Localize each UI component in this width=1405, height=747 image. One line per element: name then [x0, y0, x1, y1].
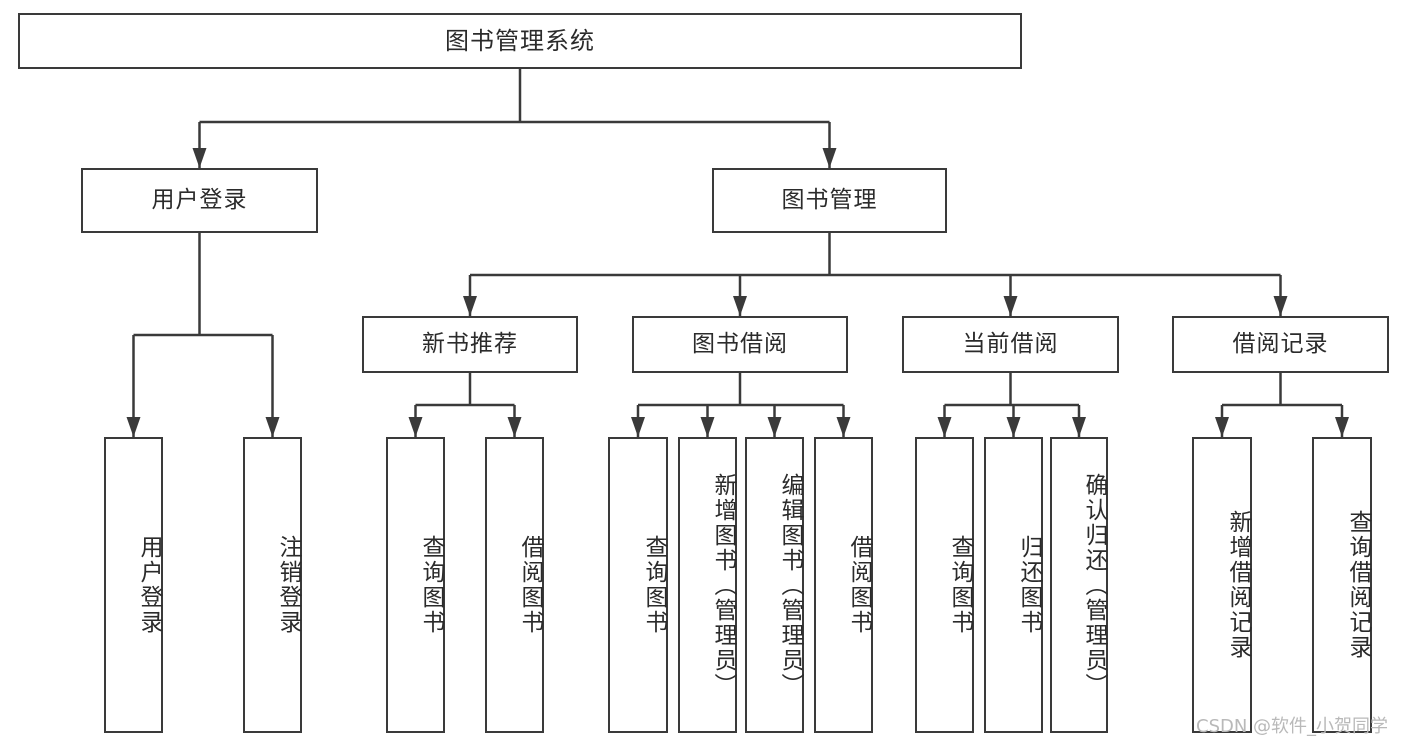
- arrowhead-new-book-rec: [463, 296, 477, 316]
- node-current-borrow[interactable]: 当前借阅: [902, 316, 1119, 373]
- arrowhead-leaf-borrow-book-2: [836, 417, 851, 437]
- node-label: 注销登录: [275, 535, 301, 635]
- arrowhead-leaf-return-book: [1006, 417, 1021, 437]
- node-label: 图书借阅: [692, 330, 788, 357]
- node-label: 新增图书（管理员）: [710, 472, 736, 698]
- node-leaf-add-book[interactable]: 新增图书（管理员）: [678, 437, 737, 733]
- node-label: 查询图书: [418, 535, 444, 635]
- node-label: 图书管理系统: [445, 26, 595, 55]
- arrowhead-leaf-logout: [265, 417, 280, 437]
- arrowhead-leaf-add-book: [700, 417, 715, 437]
- node-leaf-confirm-return[interactable]: 确认归还（管理员）: [1050, 437, 1108, 733]
- node-book-manage[interactable]: 图书管理: [712, 168, 947, 233]
- node-label: 编辑图书（管理员）: [777, 472, 803, 698]
- node-leaf-query-book-3[interactable]: 查询图书: [915, 437, 974, 733]
- node-label: 查询图书: [641, 535, 667, 635]
- node-label: 用户登录: [136, 535, 162, 635]
- arrowhead-leaf-query-book-2: [631, 417, 645, 437]
- node-label: 图书管理: [781, 186, 878, 213]
- node-user-login[interactable]: 用户登录: [81, 168, 318, 233]
- node-borrow-record[interactable]: 借阅记录: [1172, 316, 1389, 373]
- node-book-borrow[interactable]: 图书借阅: [632, 316, 848, 373]
- arrowhead-leaf-edit-book: [767, 417, 782, 437]
- node-leaf-logout[interactable]: 注销登录: [243, 437, 302, 733]
- arrowhead-leaf-add-record: [1215, 417, 1229, 437]
- watermark: CSDN @软件_小贺同学: [1196, 716, 1389, 737]
- node-leaf-borrow-book-1[interactable]: 借阅图书: [485, 437, 544, 733]
- arrowhead-book-borrow: [733, 296, 747, 316]
- node-label: 归还图书: [1016, 535, 1042, 635]
- arrowhead-leaf-query-book-3: [937, 417, 952, 437]
- node-leaf-query-record[interactable]: 查询借阅记录: [1312, 437, 1372, 733]
- node-leaf-query-book-1[interactable]: 查询图书: [386, 437, 445, 733]
- node-label: 确认归还（管理员）: [1081, 472, 1107, 698]
- node-label: 新增借阅记录: [1225, 510, 1251, 660]
- arrowhead-leaf-query-record: [1335, 417, 1349, 437]
- node-leaf-user-login[interactable]: 用户登录: [104, 437, 163, 733]
- node-label: 用户登录: [151, 186, 248, 213]
- node-label: 查询借阅记录: [1345, 510, 1371, 660]
- node-root[interactable]: 图书管理系统: [18, 13, 1022, 69]
- node-new-book-rec[interactable]: 新书推荐: [362, 316, 578, 373]
- node-label: 借阅图书: [846, 535, 872, 635]
- arrowhead-borrow-record: [1273, 296, 1288, 316]
- arrowhead-leaf-confirm-return: [1072, 417, 1086, 437]
- arrowhead-leaf-user-login: [126, 417, 141, 437]
- node-leaf-query-book-2[interactable]: 查询图书: [608, 437, 668, 733]
- arrowhead-leaf-borrow-book-1: [507, 417, 522, 437]
- node-label: 借阅记录: [1232, 330, 1329, 357]
- node-leaf-borrow-book-2[interactable]: 借阅图书: [814, 437, 873, 733]
- node-leaf-return-book[interactable]: 归还图书: [984, 437, 1043, 733]
- arrowhead-book-manage: [822, 148, 837, 168]
- node-label: 查询图书: [947, 535, 973, 635]
- arrowhead-leaf-query-book-1: [408, 417, 423, 437]
- node-label: 借阅图书: [517, 535, 543, 635]
- arrowhead-user-login: [192, 148, 207, 168]
- arrowhead-current-borrow: [1003, 296, 1018, 316]
- node-label: 当前借阅: [962, 330, 1059, 357]
- node-leaf-add-record[interactable]: 新增借阅记录: [1192, 437, 1252, 733]
- node-leaf-edit-book[interactable]: 编辑图书（管理员）: [745, 437, 804, 733]
- node-label: 新书推荐: [422, 330, 518, 357]
